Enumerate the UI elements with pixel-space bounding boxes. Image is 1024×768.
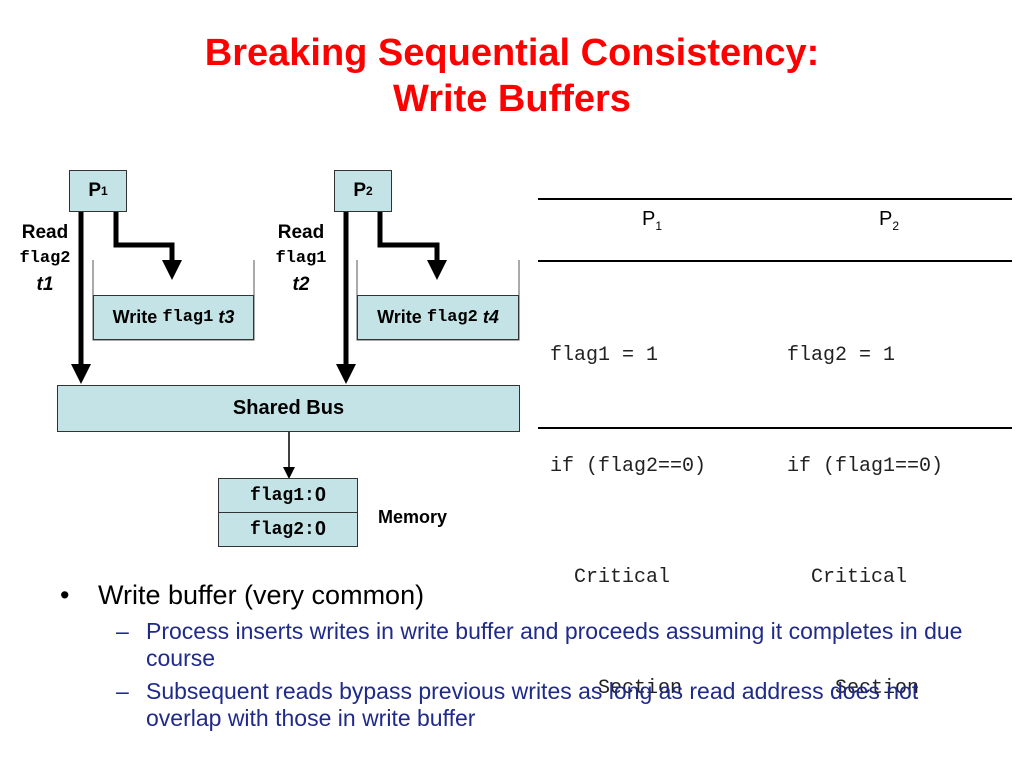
header-sub: 1: [655, 219, 663, 233]
read-label-p2: Read flag1 t2: [260, 220, 342, 298]
bullet-list: Write buffer (very common) – Process ins…: [60, 578, 980, 732]
code-line: Section: [550, 677, 683, 700]
memory-var: flag1:: [250, 485, 315, 506]
p1-sub: 1: [101, 184, 108, 198]
bullet-sub-text: Process inserts writes in write buffer a…: [146, 618, 963, 671]
table-top-rule: [538, 198, 1012, 200]
code-line: flag1 = 1: [550, 344, 659, 367]
wb-word: Write: [112, 307, 158, 327]
table-header-rule: [538, 260, 1012, 262]
wb-var: flag2: [426, 308, 478, 327]
read-word: Read: [277, 222, 325, 243]
write-buffer-2-entry: Write flag2 t4: [357, 295, 519, 340]
code-line: if (flag2==0): [550, 455, 707, 478]
code-line: Section: [787, 677, 920, 700]
wb-word: Write: [377, 307, 422, 327]
p2-write-arrow: [377, 212, 447, 280]
memory-value: 0: [314, 518, 326, 540]
shared-bus: Shared Bus: [57, 385, 520, 432]
memory-cell-flag2: flag2:0: [218, 512, 358, 547]
dash-marker: –: [116, 618, 129, 644]
code-line: if (flag1==0): [787, 455, 944, 478]
bullet-sub-text: Subsequent reads bypass previous writes …: [146, 678, 919, 731]
table-header-p1: P1: [642, 208, 662, 233]
p2-sub: 2: [366, 184, 373, 198]
wb-time: t3: [218, 307, 235, 327]
bullet-sub-1: – Process inserts writes in write buffer…: [60, 618, 980, 672]
p1-write-arrow: [113, 212, 182, 280]
read-word: Read: [21, 222, 69, 243]
bullet-main: Write buffer (very common): [60, 578, 980, 612]
table-bottom-rule: [538, 427, 1012, 429]
header-name: P: [642, 208, 656, 230]
title-line-1: Breaking Sequential Consistency:: [204, 32, 820, 74]
table-header-p2: P2: [879, 208, 899, 233]
read-time: t2: [292, 274, 310, 295]
p2-code: flag2 = 1 if (flag1==0) Critical Section: [787, 263, 943, 744]
read-var: flag2: [19, 249, 71, 268]
dash-marker: –: [116, 678, 129, 704]
write-buffer-1-entry: Write flag1 t3: [93, 295, 254, 340]
memory-var: flag2:: [250, 519, 315, 540]
read-label-p1: Read flag2 t1: [4, 220, 86, 298]
header-sub: 2: [892, 219, 900, 233]
memory-value: 0: [314, 484, 326, 506]
wb-var: flag1: [162, 308, 214, 327]
shared-bus-label: Shared Bus: [232, 397, 345, 419]
bullet-sub-2: – Subsequent reads bypass previous write…: [60, 678, 980, 732]
p2-name: P: [353, 180, 366, 201]
code-line: flag2 = 1: [787, 344, 896, 367]
memory-cell-flag1: flag1:0: [218, 478, 358, 513]
p1-name: P: [88, 180, 101, 201]
title-line-2: Write Buffers: [393, 78, 631, 120]
read-var: flag1: [275, 249, 327, 268]
memory-label: Memory: [378, 507, 448, 527]
read-time: t1: [36, 274, 54, 295]
slide-title: Breaking Sequential Consistency: Write B…: [0, 30, 1024, 122]
wb-time: t4: [482, 307, 499, 327]
header-name: P: [879, 208, 893, 230]
